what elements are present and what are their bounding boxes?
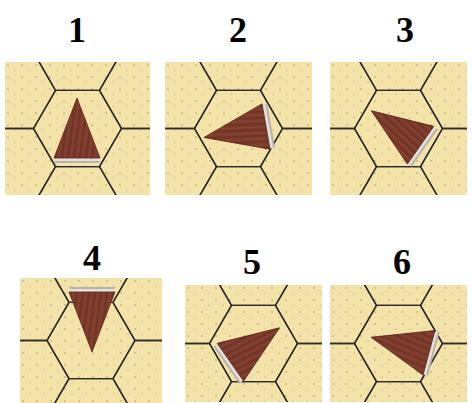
hex-cell [210,382,298,403]
hex-cell [421,52,472,128]
panel-number: 5 [243,244,261,280]
panel-number: 1 [68,12,86,48]
hex-cell [78,305,166,381]
hex-cell [355,229,443,305]
hex-cell [63,167,151,243]
hex-cell [144,267,232,343]
hex-cell [289,205,377,281]
hex-cell [129,52,217,128]
hex-cell [261,205,349,281]
game-tile [223,191,472,403]
hex-cell [261,0,349,52]
hex-cell [289,52,377,128]
hex-cell [78,382,166,403]
hex-cell [223,305,311,381]
hex-cell [100,205,188,281]
hex-cell [355,90,443,166]
hex-cell [0,0,56,52]
hex-cell [223,90,311,166]
hex-cell [113,188,201,264]
hex-cell [129,0,217,52]
hex-cell [210,229,298,305]
panel-number: 6 [393,244,411,280]
hex-cell [421,191,472,267]
hex-cell [0,302,3,378]
hex-cell [355,382,443,403]
hex-cell [34,167,122,243]
hex-cell [289,129,377,205]
hex-cell [355,305,443,381]
panel-number: 3 [396,12,414,48]
hex-cell [47,379,135,403]
game-tile [223,0,472,319]
hex-cell [289,191,377,267]
hex-cell [63,90,151,166]
hex-cell [223,382,311,403]
hex-cell [223,167,311,243]
hex-cell [289,267,377,343]
hex-cell [0,341,69,403]
hex-cell [100,0,188,52]
hex-cell [0,264,69,340]
hex-cell [78,229,166,305]
hex-cell [421,0,472,52]
hex-cell [421,205,472,281]
hex-cell [0,379,3,403]
hex-cell [289,0,377,52]
hex-cell [0,52,56,128]
hex-cell [223,229,311,305]
hex-cell [276,191,364,267]
panel-number: 4 [83,240,101,276]
hex-cell [195,90,283,166]
hex-cell [0,129,56,205]
hex-cell [289,344,377,403]
hex-cell [129,205,217,281]
hex-cell [195,167,283,243]
hex-cell [144,191,232,267]
hex-cell [129,129,217,205]
hex-cell [0,205,56,281]
panel-number: 2 [229,12,247,48]
hex-cell [355,167,443,243]
hex-cell [0,226,3,302]
hex-cell [0,188,69,264]
hex-cell [34,90,122,166]
